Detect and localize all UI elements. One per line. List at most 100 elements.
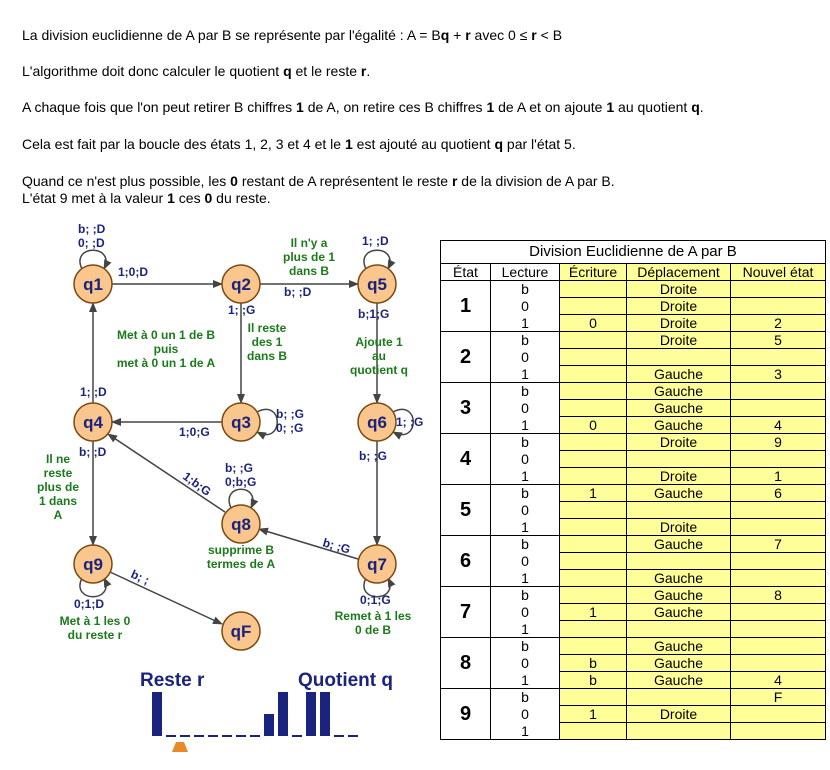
intro-p2-segment: r	[360, 63, 367, 79]
ecriture-cell: b	[559, 654, 627, 672]
svg-text:du reste r: du reste r	[68, 628, 123, 642]
intro-p1-segment: r	[465, 27, 471, 43]
node-q6: q6	[357, 402, 397, 442]
label-q7-q8: b; ;G	[321, 535, 352, 556]
lecture-cell: 0	[490, 399, 560, 417]
node-q7: q7	[357, 544, 397, 584]
table-row: 1	[441, 620, 826, 638]
state-cell: 1	[440, 280, 491, 332]
lecture-cell: 1	[490, 467, 560, 485]
label-q1-loop-1: b; ;D	[78, 222, 106, 236]
label-q3-loop-1: b; ;G	[276, 407, 304, 421]
ecriture-cell	[559, 280, 627, 298]
lecture-cell: 1	[490, 620, 560, 638]
nouvel-etat-cell	[730, 705, 826, 723]
svg-text:au: au	[372, 349, 386, 363]
header-etat: État	[440, 263, 491, 281]
ecriture-cell	[559, 518, 627, 536]
node-qF: qF	[221, 611, 261, 651]
intro-p6-segment: 1	[167, 190, 175, 206]
lecture-cell: b	[490, 586, 560, 604]
svg-text:q7: q7	[367, 555, 387, 574]
label-q8-loop-2: 0;b;G	[225, 475, 256, 489]
deplacement-cell	[626, 348, 731, 366]
state-cell: 4	[440, 433, 491, 485]
svg-text:q2: q2	[231, 275, 251, 294]
ecriture-cell: 1	[559, 603, 627, 621]
svg-text:reste: reste	[44, 466, 73, 480]
ecriture-cell: 1	[559, 484, 627, 502]
lecture-cell: 0	[490, 348, 560, 366]
deplacement-cell	[626, 688, 731, 706]
edge-q9-qF	[109, 571, 223, 625]
deplacement-cell: Gauche	[626, 603, 731, 621]
tape-head	[172, 742, 188, 752]
intro-paragraph-3: A chaque fois que l'on peut retirer B ch…	[22, 99, 704, 116]
deplacement-cell: Gauche	[626, 586, 731, 604]
nouvel-etat-cell: 7	[730, 535, 826, 553]
nouvel-etat-cell	[730, 450, 826, 468]
loop-q7	[363, 577, 396, 598]
intro-p1-segment: +	[449, 27, 466, 43]
lecture-cell: b	[490, 637, 560, 655]
svg-text:q9: q9	[83, 555, 103, 574]
deplacement-cell: Droite	[626, 297, 731, 315]
label-q2-q3: 1; ;G	[228, 303, 255, 317]
svg-text:q5: q5	[367, 275, 387, 294]
nouvel-etat-cell: 8	[730, 586, 826, 604]
deplacement-cell: Droite	[626, 518, 731, 536]
state-cell: 7	[440, 586, 491, 638]
node-q8: q8	[221, 504, 261, 544]
nouvel-etat-cell	[730, 654, 826, 672]
lecture-cell: b	[490, 280, 560, 298]
label-q8-loop-1: b; ;G	[225, 461, 253, 475]
nouvel-etat-cell: 5	[730, 331, 826, 349]
lecture-cell: 0	[490, 450, 560, 468]
note-q7: Remet à 1 les 0 de B	[335, 609, 412, 637]
ecriture-cell	[559, 365, 627, 383]
intro-p1-segment: < B	[536, 27, 563, 43]
note-q2-q3: Il reste des 1 dans B	[247, 321, 287, 363]
lecture-cell: 1	[490, 314, 560, 332]
deplacement-cell: Droite	[626, 705, 731, 723]
state-diagram: q1 q2 q3 q4 q5 q6 q7 q8 q9 qF b; ;D 0; ;…	[37, 222, 423, 752]
svg-text:Il ne: Il ne	[46, 452, 70, 466]
svg-text:dans B: dans B	[289, 264, 329, 278]
intro-paragraph-1: La division euclidienne de A par B se re…	[22, 27, 562, 44]
label-q5-loop: 1; ;D	[362, 234, 389, 248]
header-deplacement: Déplacement	[626, 263, 731, 281]
ecriture-cell	[559, 501, 627, 519]
intro-p3-segment: au quotient	[614, 99, 692, 115]
ecriture-cell	[559, 552, 627, 570]
loop-q9	[79, 577, 112, 598]
node-q1: q1	[73, 264, 113, 304]
tape-cell-one	[306, 692, 316, 736]
label-q8-q4: 1;b;G	[180, 469, 214, 499]
intro-p3-segment: .	[699, 99, 704, 115]
nouvel-etat-cell: 1	[730, 467, 826, 485]
deplacement-cell: Gauche	[626, 569, 731, 587]
deplacement-cell: Gauche	[626, 535, 731, 553]
intro-p1-segment: q	[440, 27, 450, 43]
lecture-cell: 0	[490, 501, 560, 519]
svg-text:q4: q4	[83, 413, 103, 432]
ecriture-cell	[559, 467, 627, 485]
intro-p5-segment: restant de A représentent le reste	[237, 173, 452, 189]
transition-table: Division Euclidienne de A par B État Lec…	[440, 240, 826, 740]
svg-text:Met à 1 les 0: Met à 1 les 0	[60, 614, 131, 628]
label-q4-q1: 1; ;D	[80, 385, 107, 399]
lecture-cell: b	[490, 484, 560, 502]
intro-paragraph-4: Cela est fait par la boucle des états 1,…	[22, 136, 576, 153]
header-lecture: Lecture	[490, 263, 560, 281]
loop-q6	[392, 408, 414, 440]
tape-cell-one	[320, 692, 330, 736]
header-ecriture: Écriture	[559, 263, 627, 281]
loop-q5	[363, 249, 396, 270]
